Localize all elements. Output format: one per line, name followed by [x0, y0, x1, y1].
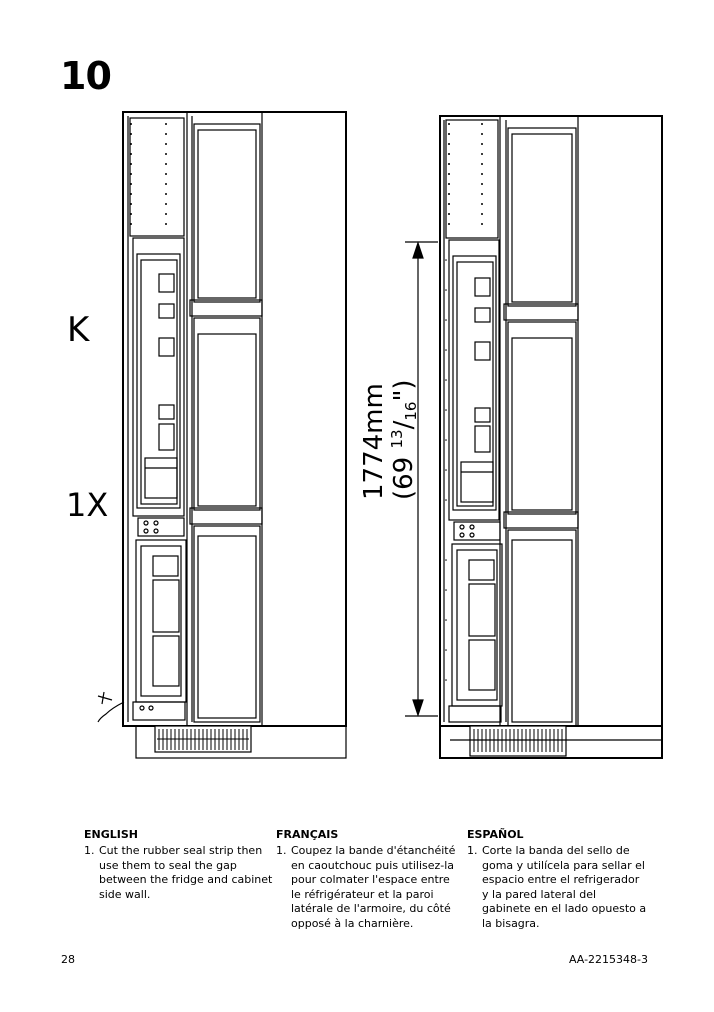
page-number: 28: [61, 953, 75, 966]
dimension-label: 1774mm (69 13/16"): [359, 379, 420, 500]
instructions-spanish: ESPAÑOL 1. Corte la banda del sello de g…: [467, 828, 647, 931]
dimension-imperial-whole: (69: [389, 449, 419, 501]
language-heading: ESPAÑOL: [467, 828, 524, 841]
dimension-metric: 1774mm: [359, 383, 389, 500]
left-hole-dots: [130, 123, 167, 225]
dimension-imperial-tail: "): [389, 379, 419, 401]
instructions-english: ENGLISH 1. Cut the rubber seal strip the…: [84, 828, 274, 902]
dimension-imperial-numerator: 13: [388, 429, 406, 448]
dimension-arrow: [405, 241, 438, 717]
right-vent-grille: [472, 729, 564, 752]
left-cabinet: [97, 111, 347, 759]
right-cabinet: [439, 115, 663, 759]
step-number: 10: [60, 54, 112, 98]
part-quantity: 1X: [66, 486, 109, 524]
installation-illustration: 1774mm (69 13/16"): [97, 111, 663, 759]
left-vent-grille: [157, 729, 249, 750]
right-hole-dots: [445, 123, 483, 681]
document-code: AA-2215348-3: [568, 953, 648, 966]
instruction-item: 1. Coupez la bande d'étanchéité en caout…: [276, 844, 456, 930]
instructions-french: FRANÇAIS 1. Coupez la bande d'étanchéité…: [276, 828, 458, 931]
dimension-imperial-denominator: 16: [402, 402, 420, 421]
language-heading: FRANÇAIS: [276, 828, 339, 841]
instruction-item: 1. Cut the rubber seal strip then use th…: [84, 844, 273, 901]
instruction-item: 1. Corte la banda del sello de goma y ut…: [467, 844, 647, 930]
part-label: K: [67, 310, 90, 350]
language-heading: ENGLISH: [84, 828, 138, 841]
dimension-imperial: (69 13/16"): [388, 379, 420, 500]
